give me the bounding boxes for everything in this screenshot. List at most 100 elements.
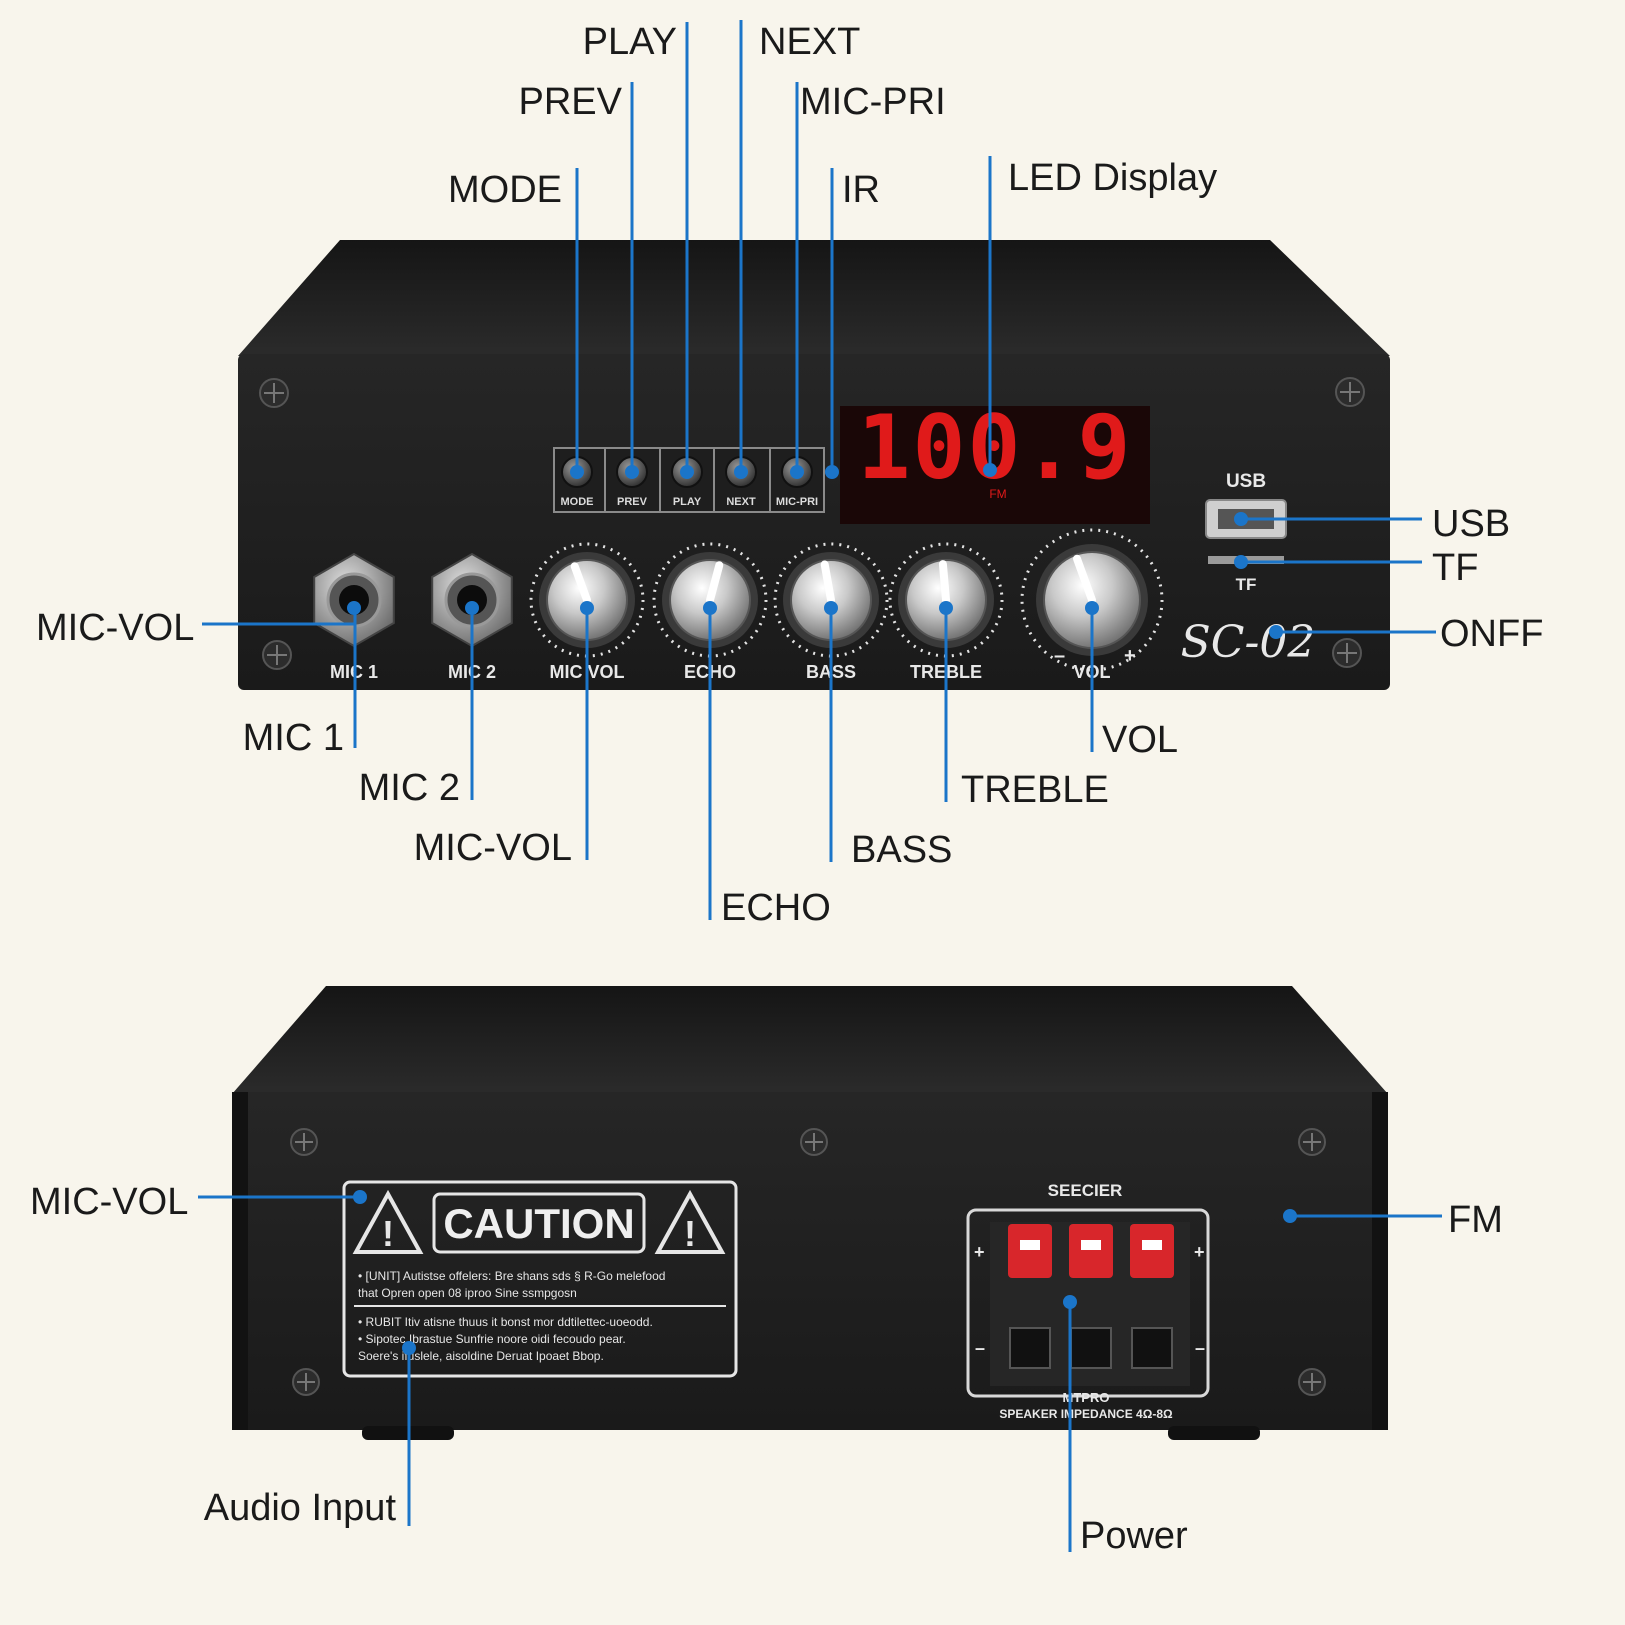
terminal-clip-red[interactable] (1069, 1224, 1113, 1278)
callout-labels: PLAY NEXT PREV MIC-PRI MODE IR LED Displ… (30, 21, 1543, 1557)
speaker-terminal-post[interactable] (1130, 1224, 1174, 1369)
knob-echo[interactable]: ECHO (652, 542, 768, 682)
button-label: MIC-PRI (776, 496, 818, 508)
button-label: NEXT (726, 496, 756, 508)
label-tf: TF (1432, 547, 1478, 589)
label-bass: BASS (851, 829, 952, 871)
rear-unit: ! CAUTION ! • [UNIT] Autistse offelers: … (232, 986, 1388, 1440)
terminal-clip-red[interactable] (1008, 1224, 1052, 1278)
speaker-terminal: SEECIER + + – – MTPRO SPEAKER IMPEDANCE … (966, 1181, 1210, 1421)
knob-indicator (820, 560, 835, 604)
knob-indicator (938, 560, 950, 604)
terminal-clip-hole (1081, 1240, 1101, 1250)
foot (1168, 1426, 1260, 1440)
terminal-socket[interactable] (1009, 1327, 1051, 1369)
screw-icon (292, 1368, 320, 1396)
label-play: PLAY (583, 21, 677, 63)
knob-indicator (1073, 554, 1096, 604)
callout-lines (198, 20, 1442, 1552)
knob-scale-ring (652, 542, 768, 658)
mic-jack-2[interactable]: MIC 2 (431, 552, 513, 682)
svg-text:!: ! (684, 1213, 696, 1254)
knob-scale-ring (888, 542, 1004, 658)
speaker-terminal-post[interactable] (1069, 1224, 1113, 1369)
label-mic1: MIC 1 (243, 717, 344, 759)
label-onff: ONFF (1440, 613, 1543, 655)
terminal-footer: MTPRO (1063, 1390, 1110, 1405)
screw-icon (290, 1128, 318, 1156)
rear-panel-edge (1372, 1092, 1388, 1430)
label-treble: TREBLE (961, 769, 1109, 811)
label-power: Power (1080, 1515, 1188, 1557)
label-mic-pri: MIC-PRI (800, 81, 946, 123)
tf-slot-label: TF (1236, 575, 1257, 594)
button-label: MODE (561, 496, 594, 508)
screw-icon (1298, 1368, 1326, 1396)
label-led-display: LED Display (1008, 157, 1217, 199)
knob-scale-ring (773, 542, 889, 658)
terminal-header: SEECIER (1048, 1181, 1123, 1200)
led-display-band: FM (989, 487, 1006, 501)
screw-icon (262, 640, 292, 670)
warning-triangle-icon: ! (654, 1189, 726, 1254)
label-next: NEXT (759, 21, 860, 63)
label-prev: PREV (519, 81, 623, 123)
caution-title: CAUTION (443, 1200, 634, 1247)
label-usb: USB (1432, 503, 1510, 545)
button-label: PREV (617, 496, 648, 508)
caution-text-line: • RUBIT Itiv atisne thuus it bonst mor d… (358, 1315, 653, 1329)
terminal-clip-red[interactable] (1130, 1224, 1174, 1278)
caution-text-line: • Sipotec Ibrastue Sunfrie noore oidi fe… (358, 1332, 626, 1346)
screw-icon (1298, 1128, 1326, 1156)
screw-icon (1332, 638, 1362, 668)
label-mode: MODE (448, 169, 562, 211)
terminal-minus-label: – (1195, 1338, 1205, 1358)
label-echo: ECHO (721, 887, 831, 929)
model-badge: SC-02 (1181, 617, 1316, 668)
terminal-clip-hole (1020, 1240, 1040, 1250)
knob-vol[interactable]: VOL (1020, 528, 1164, 682)
caution-label: ! CAUTION ! • [UNIT] Autistse offelers: … (342, 1180, 738, 1378)
screw-icon (1335, 377, 1365, 407)
caution-text-line: that Opren open 08 iproo Sine ssmpgosn (358, 1286, 577, 1300)
knob-scale-ring (1020, 528, 1164, 672)
terminal-socket[interactable] (1131, 1327, 1173, 1369)
screw-icon (800, 1128, 828, 1156)
rear-unit-top (232, 986, 1388, 1094)
front-unit-top (238, 240, 1390, 356)
label-audio-input: Audio Input (204, 1487, 397, 1529)
led-display-value: 100.9 (858, 396, 1133, 499)
vol-plus-label: + (1124, 645, 1136, 667)
label-mic-vol-bottom: MIC-VOL (414, 827, 572, 869)
terminal-footer: SPEAKER IMPEDANCE 4Ω-8Ω (999, 1407, 1173, 1421)
callout-dots (347, 463, 1297, 1355)
speaker-terminal-post[interactable] (1008, 1224, 1052, 1369)
terminal-socket[interactable] (1070, 1327, 1112, 1369)
panel-button-next[interactable]: NEXT (713, 448, 757, 512)
label-mic2: MIC 2 (359, 767, 460, 809)
label-mic-vol-left: MIC-VOL (36, 607, 194, 649)
vol-minus-label: – (1054, 645, 1065, 667)
warning-triangle-icon: ! (352, 1189, 424, 1254)
button-label: PLAY (673, 496, 702, 508)
caution-text-line: • [UNIT] Autistse offelers: Bre shans sd… (358, 1269, 665, 1283)
jack-hole[interactable] (457, 585, 487, 615)
led-display (840, 406, 1150, 524)
usb-port-label: USB (1226, 471, 1266, 492)
terminal-plus-label: + (974, 1242, 985, 1262)
terminal-plus-label: + (1194, 1242, 1205, 1262)
caution-title-box (432, 1192, 646, 1254)
knob-bass[interactable]: BASS (773, 542, 889, 682)
knob-indicator (706, 561, 724, 604)
label-rear-mic-vol: MIC-VOL (30, 1181, 188, 1223)
knob-mic-vol[interactable]: MIC VOL (529, 542, 645, 682)
caution-text-line: Soere's ifuslele, aisoldine Deruat Ipoae… (358, 1349, 604, 1363)
label-ir: IR (842, 169, 880, 211)
terminal-clip-hole (1142, 1240, 1162, 1250)
terminal-minus-label: – (975, 1338, 985, 1358)
label-vol: VOL (1102, 719, 1178, 761)
jack-hole[interactable] (339, 585, 369, 615)
rear-panel-edge (232, 1092, 248, 1430)
